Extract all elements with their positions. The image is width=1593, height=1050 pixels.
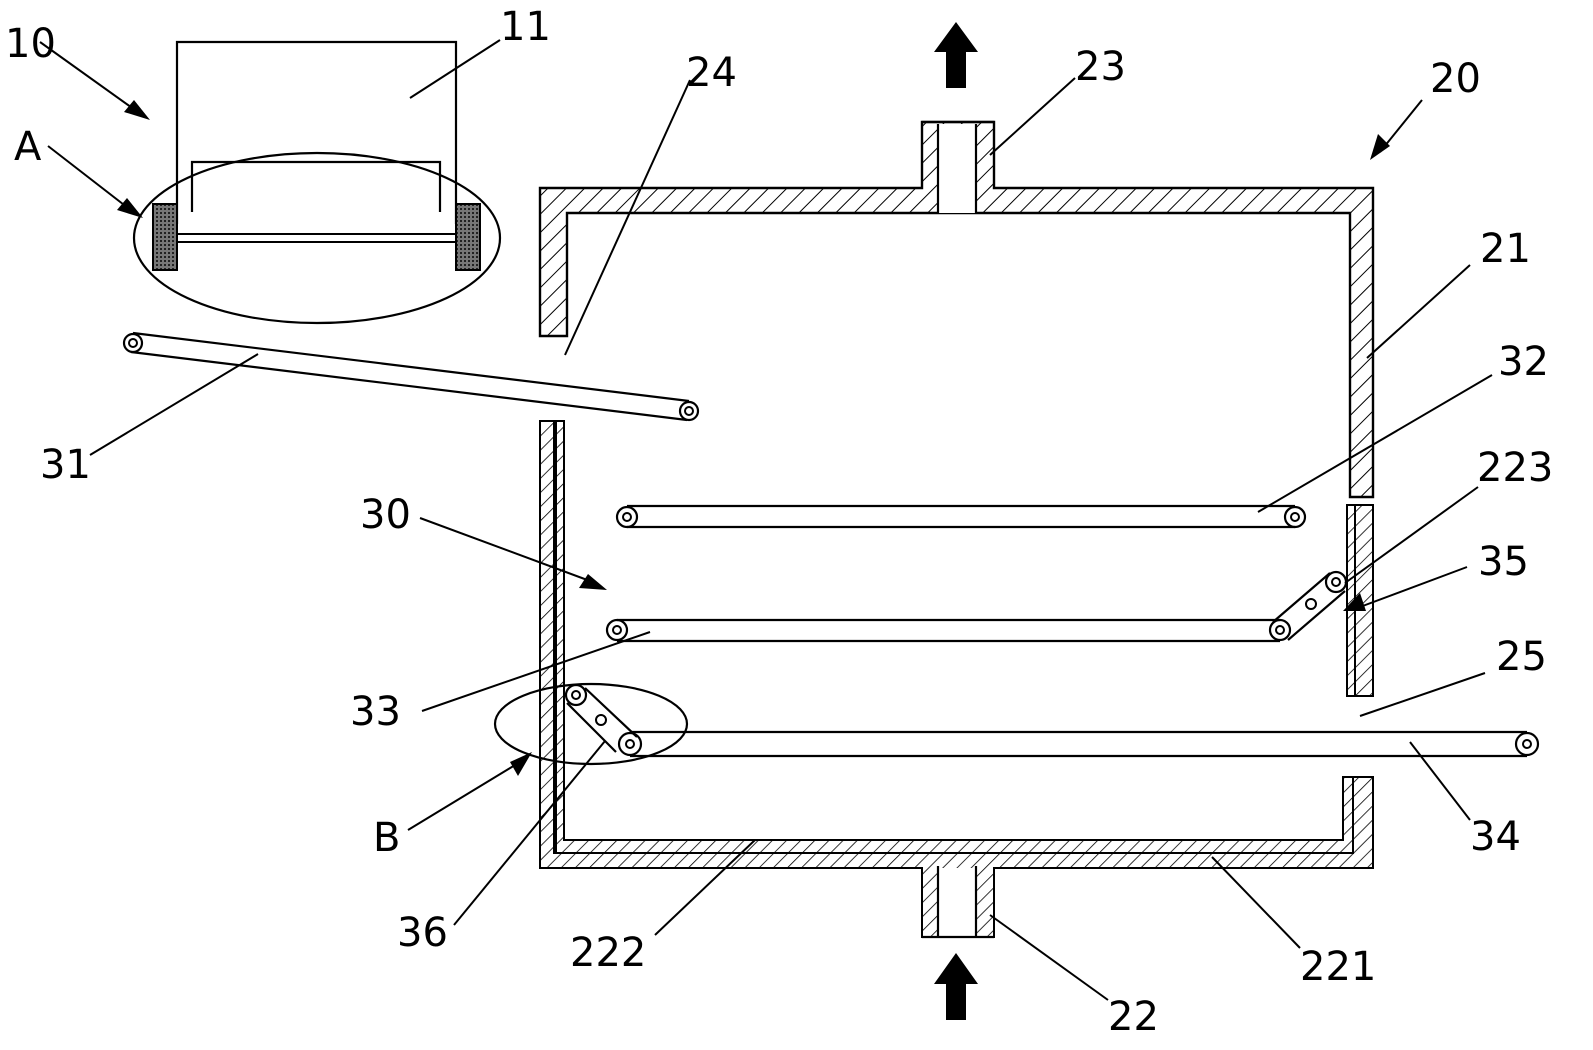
label-33: 33	[350, 689, 401, 735]
inner-lower-wall-222	[555, 420, 1354, 854]
label-32: 32	[1498, 339, 1549, 385]
label-10: 10	[5, 21, 56, 67]
left-seal-block	[152, 203, 178, 271]
label-a: A	[14, 124, 42, 170]
label-30: 30	[360, 492, 411, 538]
conveyor-32	[615, 504, 1307, 529]
detail-circle-a	[132, 151, 502, 325]
outer-lower-wall-221	[539, 420, 1374, 938]
label-31: 31	[40, 442, 91, 488]
outlet-arrow-up	[934, 22, 978, 88]
conveyor-35	[1272, 570, 1348, 641]
inner-housing-outline	[190, 160, 442, 212]
label-34: 34	[1470, 814, 1521, 860]
conveyor-36	[564, 683, 638, 753]
label-36: 36	[397, 910, 448, 956]
detail-circle-b	[493, 682, 689, 766]
label-22: 22	[1108, 994, 1159, 1040]
label-21: 21	[1480, 226, 1531, 272]
leader-lines	[39, 39, 1493, 1001]
conveyors	[122, 331, 1540, 766]
label-24: 24	[686, 50, 737, 96]
label-35: 35	[1478, 539, 1529, 585]
label-20: 20	[1430, 56, 1481, 102]
label-25: 25	[1496, 634, 1547, 680]
conveyor-34	[617, 730, 1540, 758]
component-10	[132, 40, 502, 325]
right-seal-block	[455, 203, 481, 271]
conveyor-31	[122, 331, 700, 422]
flow-arrows	[934, 22, 978, 1020]
label-221: 221	[1300, 944, 1376, 990]
reference-labels: 10 11 A 24 23 20 21 32 223 35 25 31 30 3…	[5, 4, 1553, 1040]
label-b: B	[373, 815, 400, 861]
label-23: 23	[1075, 44, 1126, 90]
conveyor-33	[605, 618, 1292, 643]
inlet-arrow-up	[934, 953, 978, 1020]
label-223: 223	[1477, 445, 1553, 491]
label-11: 11	[500, 4, 551, 50]
housing-11-outline	[175, 40, 458, 224]
label-222: 222	[570, 930, 646, 976]
chamber-20	[538, 120, 1375, 939]
